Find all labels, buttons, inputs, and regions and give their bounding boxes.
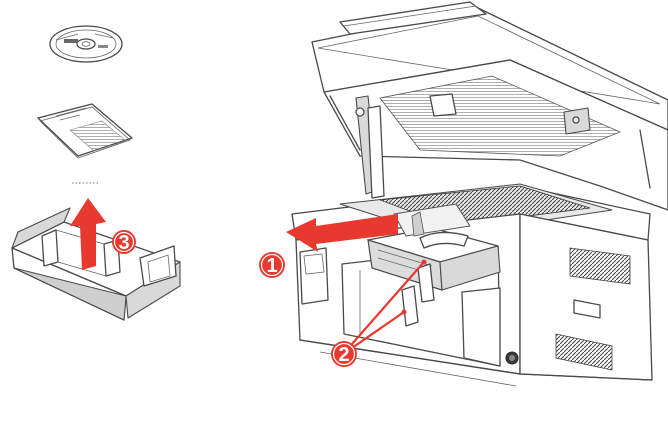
scanner-lid [311,1,668,211]
step-3-label: 3 [118,232,129,254]
pointer-line-upper [351,261,425,345]
pull-arrow-icon [286,214,398,252]
printer-illustration: 1 2 [259,1,668,387]
step-1-label: 1 [266,255,277,277]
seal-strips [401,263,435,327]
cd-disc-illustration [49,25,123,63]
step-1-group: 1 [259,214,398,278]
lift-arrow-icon [70,198,106,270]
step-1-badge: 1 [259,252,285,278]
step-3-badge: 3 [112,230,136,254]
step-2-label: 2 [338,344,349,366]
protective-film [393,203,471,237]
step-2-group: 2 [331,259,427,367]
step-2-badge: 2 [331,341,357,367]
packaging-tray-illustration: 3 [11,198,181,321]
quick-guide-document-illustration [37,103,133,159]
pointer-line-lower [351,311,405,349]
